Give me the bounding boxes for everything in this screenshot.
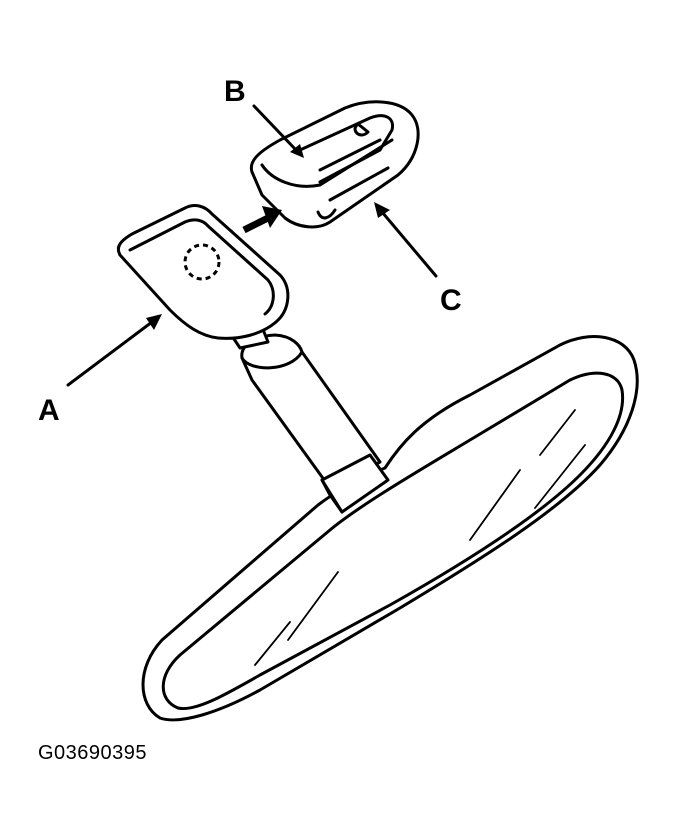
glass-reflection-line bbox=[534, 444, 586, 509]
glass-reflection-line bbox=[539, 409, 576, 456]
glass-reflection-line bbox=[254, 621, 291, 666]
adhesive-spot bbox=[183, 243, 221, 281]
callout-b: B bbox=[224, 75, 246, 108]
mirror-stem bbox=[226, 316, 390, 514]
assembly-arrow bbox=[242, 206, 282, 234]
glass-reflection-line bbox=[469, 469, 521, 541]
leader-arrow-a bbox=[66, 314, 162, 387]
leader-arrow-b bbox=[252, 104, 304, 158]
figure-id: G03690395 bbox=[38, 742, 148, 764]
callout-a: A bbox=[38, 394, 60, 427]
mounting-bracket bbox=[249, 100, 420, 229]
callout-c: C bbox=[440, 284, 462, 317]
rearview-mirror bbox=[141, 335, 639, 722]
leader-arrow-c bbox=[374, 202, 438, 278]
glass-reflection-line bbox=[287, 571, 339, 641]
mount-button bbox=[116, 204, 290, 340]
